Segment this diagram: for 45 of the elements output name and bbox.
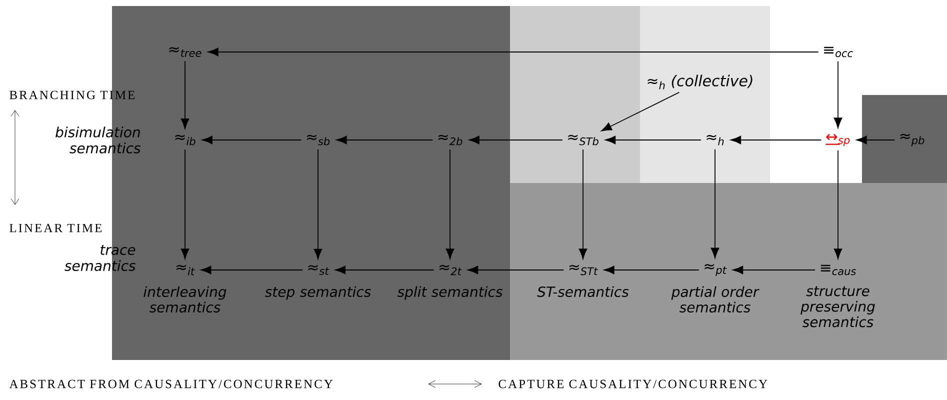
semantics-caption: interleaving semantics [144, 286, 226, 313]
relation-symbol: ≈$_{it}$ [176, 264, 195, 276]
axis-label: ABSTRACT FROM CAUSALITY/CONCURRENCY [9, 380, 333, 388]
relation-symbol: ≈$_{ib}$ [175, 134, 196, 146]
relation-symbol: ≈$_{st}$ [308, 265, 330, 275]
relation-symbol: ≈$_{h}$ [706, 134, 724, 146]
arrow [208, 48, 819, 56]
relation-symbol: ≡$_{caus}$ [820, 264, 856, 276]
semantics-caption: step semantics [265, 286, 371, 300]
arrow [446, 149, 454, 260]
arrow [605, 136, 702, 144]
arrow [604, 266, 700, 274]
semantics-caption: split semantics [397, 286, 502, 300]
arrow [334, 266, 434, 274]
relation-symbol: ≈$_{2b}$ [438, 134, 462, 146]
arrow [834, 150, 842, 260]
arrow [710, 148, 720, 258]
arrow [202, 136, 302, 144]
relation-symbol: ≈$_{pb}$ [900, 134, 924, 146]
arrow [468, 266, 564, 274]
arrow [856, 136, 896, 144]
arrow [732, 266, 816, 274]
relation-symbol: ≈$_{STb}$ [568, 134, 598, 146]
arrow [578, 149, 588, 260]
arrow [468, 136, 563, 144]
arrow [834, 60, 842, 128]
arrow [180, 149, 190, 260]
relation-symbol: ≈$_{STt}$ [569, 264, 598, 276]
relation-symbol: ≈$_{pt}$ [704, 264, 727, 276]
semantics-caption: partial order semantics [671, 286, 760, 313]
relation-symbol: ≡$_{occ}$ [824, 46, 853, 58]
relation-symbol: ≈$_{h}$ (collective) [648, 74, 752, 90]
relation-symbol: ≈$_{sb}$ [307, 134, 330, 146]
arrow [730, 136, 822, 144]
arrow [180, 60, 190, 130]
semantics-caption: ST-semantics [537, 286, 629, 298]
arrow [200, 266, 303, 274]
axis-label: CAPTURE CAUSALITY/CONCURRENCY [498, 380, 768, 388]
relation-symbol: ≈$_{2t}$ [440, 264, 462, 276]
semantics-caption: structure preserving semantics [800, 286, 875, 328]
arrow [314, 149, 322, 260]
axis-label: LINEAR TIME [10, 224, 102, 232]
arrow [601, 92, 680, 132]
arrow [336, 136, 434, 144]
relation-symbol: ≈$_{tree}$ [169, 47, 202, 57]
